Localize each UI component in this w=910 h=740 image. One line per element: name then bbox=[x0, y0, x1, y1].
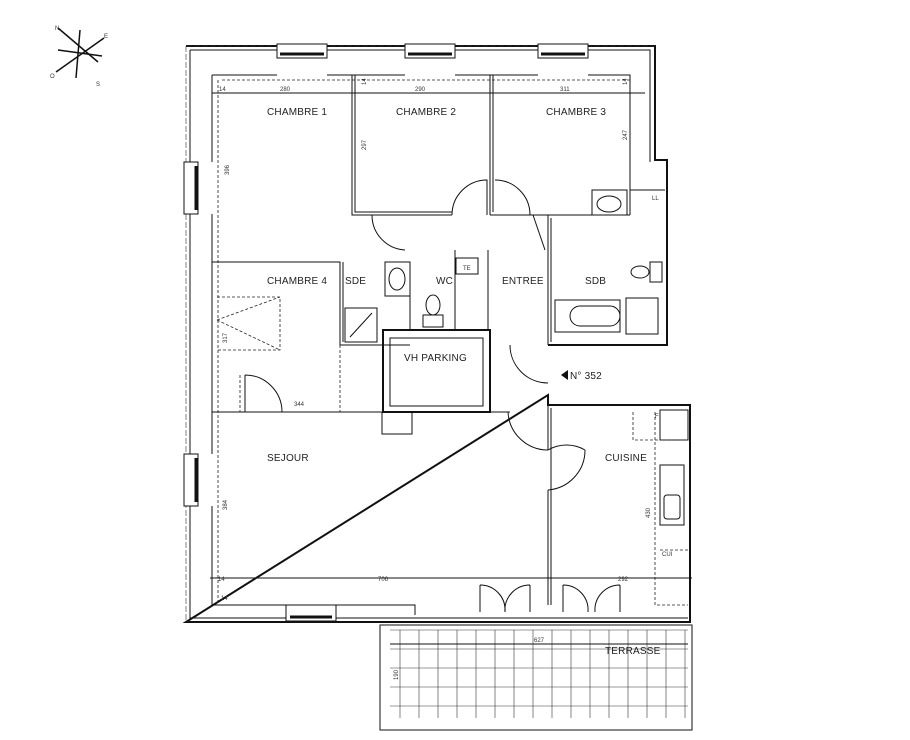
compass-west-label: O bbox=[50, 74, 55, 80]
dim-sejour-margin: 14 bbox=[218, 577, 225, 583]
kitchen-sink-icon bbox=[659, 464, 685, 526]
dim-ch3-depth: 247 bbox=[623, 129, 629, 140]
sdb-cabinet bbox=[625, 297, 659, 335]
dim-ch3-margin: 14 bbox=[623, 78, 629, 85]
compass-east-label: E bbox=[104, 34, 108, 40]
sdb-toilet-icon bbox=[630, 265, 650, 279]
room-label-vh-parking: VH PARKING bbox=[404, 353, 467, 364]
interior-walls bbox=[211, 74, 665, 615]
dim-bottom-margin: 14 bbox=[221, 596, 228, 602]
toilet-icon bbox=[425, 294, 441, 316]
shower-icon bbox=[344, 307, 378, 343]
room-label-sde: SDE bbox=[345, 276, 366, 287]
dim-ch1-depth: 396 bbox=[225, 164, 231, 175]
entrance-arrow-icon bbox=[561, 370, 568, 380]
bathtub-icon bbox=[554, 299, 621, 333]
sdb-sink-icon bbox=[591, 189, 628, 216]
dim-ch2-margin: 14 bbox=[362, 78, 368, 85]
room-label-wc: WC bbox=[436, 276, 453, 287]
exterior-walls bbox=[182, 45, 691, 623]
compass-north-label: N bbox=[55, 26, 59, 32]
furniture-guides bbox=[216, 79, 688, 606]
room-label-sejour: SEJOUR bbox=[267, 453, 309, 464]
dim-cuisine-depth: 430 bbox=[646, 507, 652, 518]
dim-ch4-depth: 317 bbox=[223, 332, 229, 343]
te-cabinet bbox=[455, 257, 479, 275]
room-label-chambre-2: CHAMBRE 2 bbox=[396, 107, 456, 118]
compass-south-label: S bbox=[96, 82, 100, 88]
fridge-label: F bbox=[655, 414, 659, 420]
dim-ch2-width: 290 bbox=[415, 87, 426, 93]
dim-ch3-width: 311 bbox=[560, 87, 570, 93]
room-label-terrasse: TERRASSE bbox=[605, 646, 661, 657]
room-label-sdb: SDB bbox=[585, 276, 606, 287]
dim-top-margin: 14 bbox=[219, 87, 226, 93]
dimension-lines: 14 280 290 311 396 297 14 247 14 317 344… bbox=[210, 78, 692, 680]
dim-terrasse-depth: 190 bbox=[394, 669, 400, 680]
room-label-chambre-1: CHAMBRE 1 bbox=[267, 107, 327, 118]
ll-label: LL bbox=[652, 196, 659, 202]
dim-sejour-width: 706 bbox=[378, 577, 389, 583]
vh-parking-box bbox=[382, 329, 491, 413]
dim-cuisine-width: 292 bbox=[618, 577, 629, 583]
room-label-chambre-4: CHAMBRE 4 bbox=[267, 276, 327, 287]
room-label-cuisine: CUISINE bbox=[605, 453, 647, 464]
fridge bbox=[659, 409, 689, 441]
compass-rose-icon: N E S O bbox=[50, 26, 108, 88]
apartment-number: N° 352 bbox=[570, 371, 602, 382]
dim-ch1-width: 280 bbox=[280, 87, 291, 93]
terrace bbox=[379, 624, 693, 731]
fixtures bbox=[344, 189, 689, 526]
doors bbox=[244, 179, 621, 613]
room-label-entree: ENTREE bbox=[502, 276, 544, 287]
dim-sejour-depth: 384 bbox=[223, 499, 229, 510]
dim-ch4-width: 344 bbox=[294, 402, 305, 408]
te-label: TE bbox=[463, 266, 471, 272]
dim-terrasse-width: 627 bbox=[534, 638, 545, 644]
room-label-chambre-3: CHAMBRE 3 bbox=[546, 107, 606, 118]
small-cabinet bbox=[381, 411, 413, 435]
windows bbox=[183, 43, 589, 622]
dim-ch2-depth: 297 bbox=[362, 139, 368, 150]
sde-sink-icon bbox=[384, 261, 411, 297]
cui-label: CUI bbox=[662, 552, 673, 558]
